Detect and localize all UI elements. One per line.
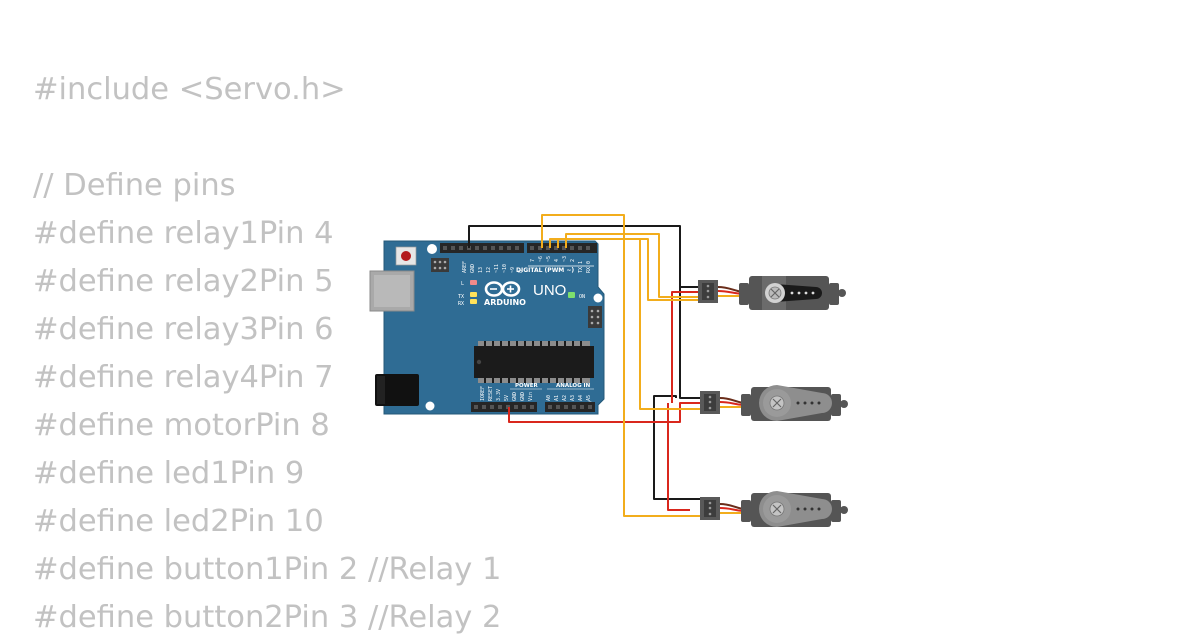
- mounting-hole: [425, 401, 435, 411]
- servo-motor[interactable]: [700, 491, 848, 527]
- code-line: #define motorPin 8: [33, 408, 330, 443]
- signal-wire: [541, 214, 703, 517]
- code-line: #define button2Pin 3 //Relay 2: [33, 600, 502, 635]
- pin-label: ~9: [510, 267, 516, 273]
- pin-label: 4: [554, 259, 560, 262]
- status-leds: L TX RX: [458, 280, 477, 307]
- on-label: ON: [579, 294, 585, 300]
- usb-connector: [369, 270, 415, 312]
- pin-label: TX 1: [578, 261, 584, 273]
- pin-label: A0: [546, 395, 552, 401]
- model-label: UNO: [533, 282, 566, 299]
- pin-label: RESET: [488, 386, 494, 401]
- pin-label: GND: [520, 392, 526, 401]
- code-line: #define relay2Pin 5: [33, 264, 334, 299]
- pin-label: A5: [586, 395, 592, 401]
- code-line: #include <Servo.h>: [33, 72, 346, 107]
- power-wire: [671, 291, 703, 403]
- pin-label: ~6: [538, 256, 544, 262]
- pin-label: ~10: [502, 264, 508, 273]
- mounting-hole: [593, 293, 603, 303]
- signal-wire: [557, 238, 703, 301]
- servo-connector: [698, 280, 718, 303]
- pin-label: ~3: [562, 256, 568, 262]
- reset-button[interactable]: [395, 246, 417, 266]
- power-led: [568, 292, 575, 298]
- led-label: RX: [458, 301, 464, 307]
- code-line: // Define pins: [33, 168, 236, 203]
- servo-connector: [700, 497, 720, 520]
- pin-label: AREF: [462, 261, 468, 273]
- pin-label: A1: [554, 395, 560, 401]
- pin-label: 12: [486, 267, 492, 273]
- pin-label: GND: [470, 264, 476, 273]
- pin-label: IOREF: [480, 386, 486, 401]
- analog-header[interactable]: [545, 402, 595, 412]
- dc-power-jack: [375, 374, 419, 406]
- power-header[interactable]: [471, 402, 537, 412]
- pin-label: ~11: [494, 264, 500, 273]
- pin-label: A2: [562, 395, 568, 401]
- code-line: #define led1Pin 9: [33, 456, 305, 491]
- code-line: #define button1Pin 2 //Relay 1: [33, 552, 502, 587]
- pin-label: 13: [478, 267, 484, 273]
- pin-label: A4: [578, 395, 584, 401]
- digital-header[interactable]: [440, 243, 597, 253]
- code-listing: #include <Servo.h> // Define pins #defin…: [33, 66, 501, 642]
- pin-label: 7: [530, 259, 536, 262]
- code-line: #define led2Pin 10: [33, 504, 324, 539]
- ground-wire: [679, 287, 703, 399]
- icsp-header-right: [588, 306, 602, 328]
- arduino-uno-board[interactable]: AREF GND 13 12 ~11 ~10 ~9 8 7 ~6 ~5 4 ~3…: [369, 240, 605, 415]
- microcontroller-chip: [474, 341, 594, 383]
- icsp-header: [431, 258, 449, 272]
- power-wire: [667, 403, 690, 511]
- mounting-hole: [427, 244, 437, 254]
- brand-label: ARDUINO: [484, 298, 526, 307]
- code-line: #define relay1Pin 4: [33, 216, 334, 251]
- code-line: #define relay3Pin 6: [33, 312, 334, 347]
- pin-label: A3: [570, 395, 576, 401]
- pin-label: Vin: [528, 392, 534, 401]
- ground-wire: [468, 225, 703, 288]
- arduino-logo: [484, 281, 521, 297]
- bottom-pin-labels: IOREF RESET 3.3V 5V GND GND Vin A0 A1 A2…: [480, 386, 592, 401]
- pin-label: 3.3V: [496, 389, 502, 401]
- servo-motor[interactable]: [700, 385, 848, 421]
- led-label: TX: [458, 294, 464, 300]
- code-line: #define relay4Pin 7: [33, 360, 334, 395]
- pin-label: 5V: [504, 395, 510, 401]
- power-wire: [508, 402, 703, 423]
- ground-wire: [653, 395, 703, 500]
- top-pin-labels: AREF GND 13 12 ~11 ~10 ~9 8 7 ~6 ~5 4 ~3…: [462, 256, 592, 273]
- servo-motor[interactable]: [698, 276, 846, 310]
- pin-label: ~5: [546, 256, 552, 262]
- digital-header-label: DIGITAL (PWM ~): [516, 267, 574, 274]
- analog-header-label: ANALOG IN: [556, 383, 591, 389]
- pin-label: 8: [518, 270, 524, 273]
- pin-label: GND: [512, 392, 518, 401]
- led-label: L: [461, 281, 464, 287]
- wires: [468, 214, 703, 517]
- power-header-label: POWER: [515, 383, 539, 389]
- pin-label: RX 0: [586, 261, 592, 273]
- pin-label: 2: [570, 259, 576, 262]
- servo-connector: [700, 391, 720, 414]
